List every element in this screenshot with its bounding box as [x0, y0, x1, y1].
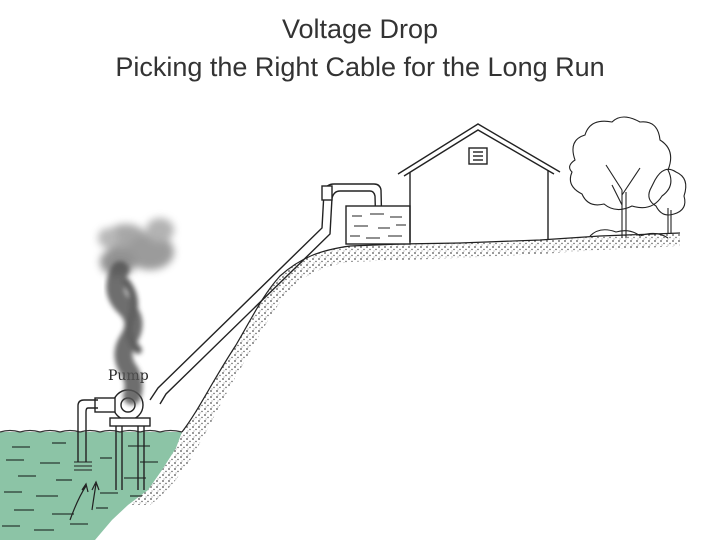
tree-icon	[569, 116, 687, 239]
pipe-icon	[149, 183, 383, 405]
smoke-plume-icon	[98, 218, 174, 405]
tank-icon	[345, 205, 411, 245]
house-icon	[397, 123, 561, 242]
hillside	[128, 232, 681, 505]
slide-title: Voltage Drop	[281, 14, 439, 44]
water-body	[0, 429, 183, 540]
water-ripples	[2, 442, 158, 531]
slide-subtitle: Picking the Right Cable for the Long Run	[115, 52, 605, 82]
